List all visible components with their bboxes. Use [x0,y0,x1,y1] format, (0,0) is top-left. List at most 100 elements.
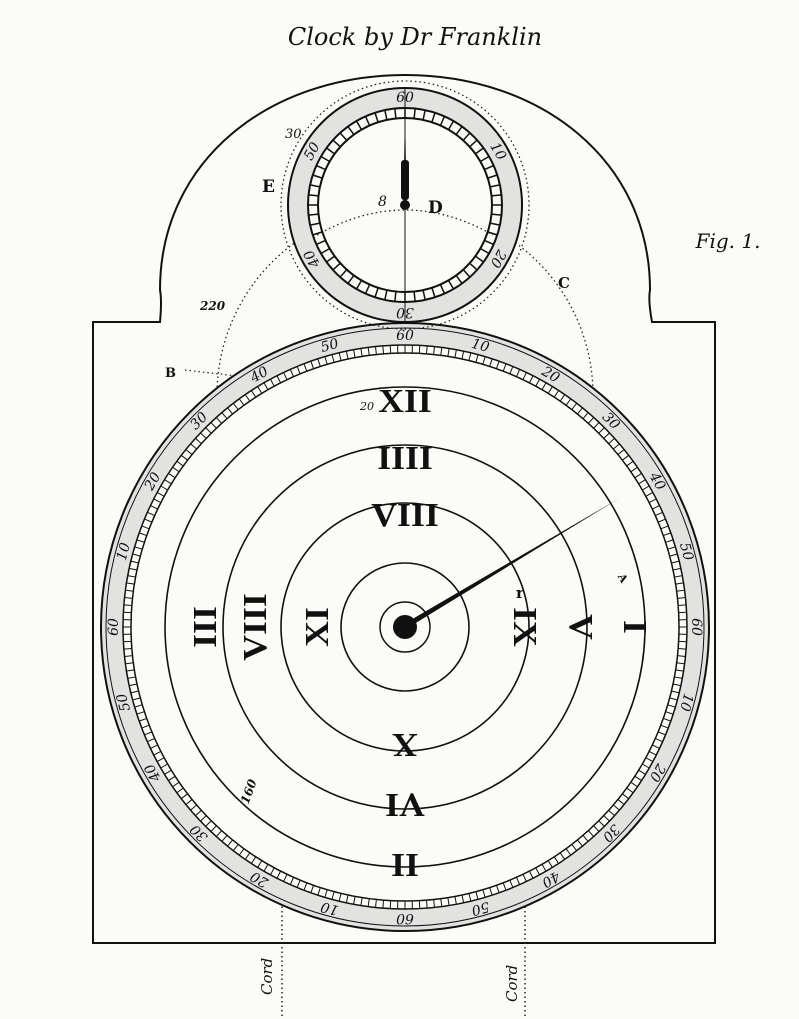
hour-numeral: XII [378,382,432,420]
figure-label: Fig. 1. [695,229,761,253]
minute-tick [447,897,450,906]
minute-tick [502,363,507,372]
minute-tick [195,437,202,445]
minute-tick [129,683,138,687]
second-tick [413,108,416,119]
label-8: 8 [378,194,387,210]
minute-tick [630,781,638,788]
minute-tick [221,835,228,842]
minute-tick [144,518,153,523]
minute-tick [303,882,308,891]
second-tick [422,109,426,121]
minute-tick [136,539,145,543]
minute-tick [541,864,547,872]
minute-tick [257,860,263,868]
minute-tick [671,560,680,564]
minute-tick [132,553,141,557]
minute-tick [263,382,269,390]
second-tick [394,291,397,302]
minute-tick [180,793,188,800]
minute-tick [195,809,202,817]
minute-tick [176,460,184,467]
minute-tick [310,361,315,369]
minute-tick [535,867,540,876]
minute-tick [126,582,135,585]
minute-tick [509,366,514,375]
minute-tick [367,898,370,907]
minute-tick [665,539,674,543]
second-tick [462,269,471,278]
minute-tick [577,407,583,415]
minute-tick [382,900,385,909]
minute-tick [190,804,197,811]
minute-tick [125,662,134,665]
minute-tick [660,525,669,530]
minute-tick [655,511,663,517]
minute-tick [123,647,132,650]
minute-tick [634,775,642,782]
minute-tick [276,870,282,879]
minute-tick [669,697,678,701]
minute-tick [141,525,150,530]
second-tick [439,116,446,126]
minute-tick [215,830,223,837]
minute-tick [665,711,674,715]
minute-tick [289,877,295,885]
label-220: 220 [199,299,226,313]
minute-tick [257,386,263,394]
minute-tick [276,375,282,384]
minute-tick [160,485,168,491]
outer-ring-inner-edge [105,327,705,927]
minute-tick [461,894,465,903]
minute-tick [425,900,428,909]
second-tick [491,194,502,197]
minute-tick [587,417,595,424]
minute-tick [331,891,335,900]
hour-track-circle [164,386,646,868]
minute-label: 50 [319,336,340,356]
letter-e: E [262,177,275,197]
second-tick [364,116,371,126]
hour-numeral: VI [385,786,425,824]
minute-tick [168,472,176,479]
minute-tick [674,575,683,578]
hour-numeral: IX [506,607,544,647]
second-tick [384,289,388,301]
second-tick [312,231,323,236]
minute-tick [528,870,534,879]
minute-tick [622,454,630,461]
minute-tick [677,597,686,599]
second-tick [384,109,388,121]
minute-tick [317,887,321,896]
minute-tick [232,844,239,852]
second-tick [447,120,455,131]
minute-tick [227,407,233,415]
second-tick [364,284,371,294]
minute-tick [200,432,207,439]
minute-tick [642,485,650,491]
second-tick [332,139,341,148]
seconds-label: 30 [396,304,414,320]
minute-tick [210,825,217,832]
minute-tick [433,346,435,355]
minute-tick [238,848,245,856]
minute-tick [648,498,657,504]
second-tick [394,108,397,119]
minute-tick [382,345,385,354]
minute-tick [603,432,610,439]
label-20: 20 [359,400,374,413]
hour-track-circle [340,562,470,692]
minute-tick [655,737,663,743]
minute-tick [130,560,139,564]
minute-tick [461,351,465,360]
minute-tick [164,479,172,485]
minute-tick [360,348,363,357]
hour-numeral: III [186,606,224,648]
minute-tick [227,839,233,847]
minute-tick [663,717,671,722]
minute-tick [238,398,245,406]
minute-tick [134,704,143,708]
minute-tick [375,899,377,908]
minute-label: 60 [106,618,122,636]
